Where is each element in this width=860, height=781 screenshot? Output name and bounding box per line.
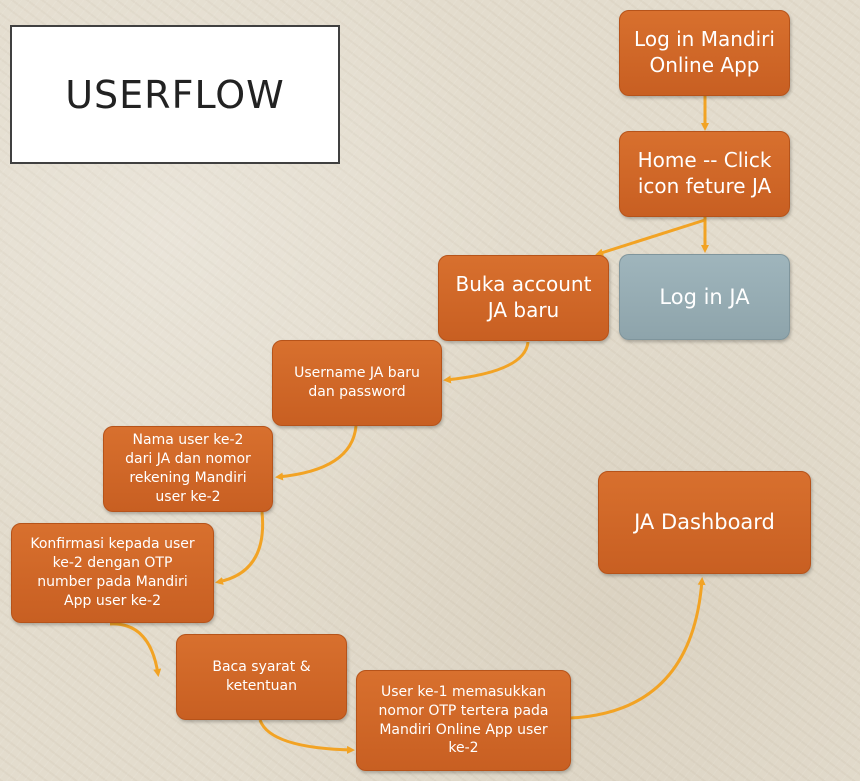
arrow-konfirmasi-to-baca <box>109 622 162 677</box>
node-login-ja-label: Log in JA <box>659 284 750 309</box>
node-login-mandiri: Log in Mandiri Online App <box>619 10 790 96</box>
node-username: Username JA baru dan password <box>272 340 442 426</box>
node-home-label: Home -- Click icon feture JA <box>637 148 772 198</box>
arrow-buka-to-username <box>443 341 530 384</box>
node-username-label: Username JA baru dan password <box>294 365 420 400</box>
node-buka-account: Buka account JA baru <box>438 255 609 341</box>
node-konfirmasi: Konfirmasi kepada user ke-2 dengan OTP n… <box>11 523 214 623</box>
node-buka-account-label: Buka account JA baru <box>455 272 592 322</box>
diagram-title: USERFLOW <box>65 72 285 117</box>
node-nama-user: Nama user ke-2 dari JA dan nomor rekenin… <box>103 426 273 512</box>
node-baca-syarat-label: Baca syarat & ketentuan <box>212 659 311 694</box>
node-ja-dashboard-label: JA Dashboard <box>634 510 775 535</box>
title-box: USERFLOW <box>10 25 340 164</box>
arrow-baca-to-user-ke1 <box>258 719 355 754</box>
node-login-mandiri-label: Log in Mandiri Online App <box>634 27 775 77</box>
node-nama-user-label: Nama user ke-2 dari JA dan nomor rekenin… <box>125 432 251 505</box>
arrow-user-ke1-to-dashboard <box>569 577 706 720</box>
node-konfirmasi-label: Konfirmasi kepada user ke-2 dengan OTP n… <box>30 536 195 609</box>
arrow-username-to-nama <box>275 425 358 481</box>
node-ja-dashboard: JA Dashboard <box>598 471 811 574</box>
arrow-nama-to-konfirmasi <box>215 511 265 585</box>
node-user-ke1-label: User ke-1 memasukkan nomor OTP tertera p… <box>378 683 549 757</box>
node-baca-syarat: Baca syarat & ketentuan <box>176 634 347 720</box>
node-user-ke1: User ke-1 memasukkan nomor OTP tertera p… <box>356 670 571 771</box>
node-home: Home -- Click icon feture JA <box>619 131 790 217</box>
node-login-ja: Log in JA <box>619 254 790 340</box>
arrow-home-to-buka-account <box>595 218 706 257</box>
